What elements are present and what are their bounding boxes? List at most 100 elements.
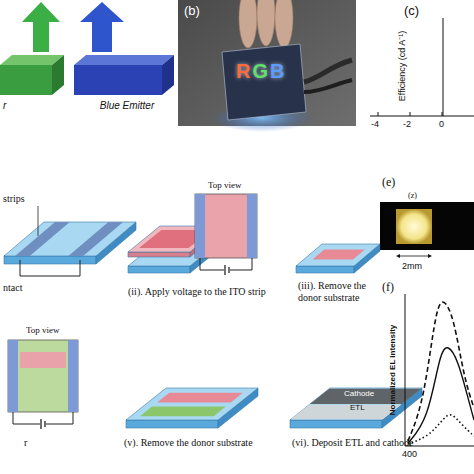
emitter-stripe: [313, 250, 365, 260]
wire: [73, 412, 74, 424]
emitter-stripe: [157, 393, 243, 403]
ito-strip: [8, 340, 18, 412]
battery-symbol: [40, 419, 41, 429]
wire: [13, 412, 14, 424]
image-label: (z): [408, 191, 417, 200]
view-label: Top view: [208, 180, 242, 190]
device-letter: G: [252, 60, 270, 82]
step-caption: r: [24, 437, 27, 449]
tick: [442, 112, 443, 116]
step-caption: (v). Remove the donor substrate: [124, 437, 253, 449]
tick-label: 400: [402, 449, 417, 459]
tick: [410, 112, 411, 116]
y-axis: [405, 294, 406, 446]
step-caption: (ii). Apply voltage to the ITO strip: [128, 286, 266, 298]
emitter-label: r: [3, 100, 33, 112]
emitter-stripe: [140, 407, 226, 417]
arrowhead: [396, 254, 400, 258]
box-side: [52, 55, 64, 95]
step-caption: (iii). Remove the donor substrate: [298, 280, 382, 303]
tick-label: -4: [371, 119, 379, 129]
box-top: [74, 55, 174, 65]
wire: [200, 270, 224, 271]
box-outline: [0, 53, 64, 97]
emitter-box: r: [0, 53, 64, 97]
el-spectrum: [408, 302, 474, 441]
box-front: [74, 65, 162, 95]
el-spectrum: [408, 415, 474, 444]
panel-label: (f): [382, 281, 394, 295]
substrate-front: [4, 256, 96, 264]
wire: [200, 258, 201, 270]
step-caption: (vi). Deposit ETL and cathode: [292, 437, 414, 449]
layer-label: ETL: [350, 403, 365, 412]
substrate-top: [290, 388, 422, 420]
battery-symbol: [228, 267, 229, 273]
top-view: [8, 340, 78, 412]
emitter-stripe: [20, 352, 66, 368]
wire: [20, 260, 21, 276]
emission-arrow: [80, 2, 124, 52]
glass-substrate: [222, 44, 306, 120]
wire: [252, 258, 253, 270]
ito-strip: [247, 194, 257, 258]
panel-label: (c): [404, 4, 419, 19]
substrate-front: [126, 420, 218, 428]
wire: [20, 276, 80, 277]
battery-symbol: [44, 421, 45, 427]
ito-strip: [68, 340, 78, 412]
device-text: RGB: [236, 60, 286, 83]
cable: [304, 80, 352, 92]
wire: [230, 270, 252, 271]
emission-arrow: [22, 2, 60, 52]
emitter-box: Blue Emitter: [74, 53, 174, 97]
device-letter: B: [270, 60, 286, 82]
axis-title: Efficiency (cd A⁻¹): [397, 31, 407, 101]
cable: [304, 60, 352, 82]
substrate-top: [296, 244, 380, 266]
box-side: [162, 55, 174, 95]
arrowhead: [428, 254, 432, 258]
view-label: Top view: [26, 325, 60, 335]
substrate-top: [126, 388, 258, 420]
dimension: 2mm: [402, 261, 422, 271]
el-spectrum: [408, 348, 474, 443]
box-outline: [74, 53, 174, 97]
etl-layer: [291, 405, 401, 420]
substrate-top: [4, 222, 136, 256]
x-axis: [405, 446, 474, 447]
tick: [378, 112, 379, 116]
substrate-front: [128, 266, 190, 273]
step-caption: ntact: [3, 282, 22, 294]
ito-strip: [15, 222, 70, 256]
substrate-front: [128, 252, 190, 257]
wire: [46, 424, 73, 425]
ito-strip: [195, 194, 205, 258]
emission-photo: [380, 202, 474, 250]
substrate-front: [290, 420, 382, 428]
scale-bar: [398, 256, 430, 257]
wire: [80, 260, 81, 276]
part-name: strips: [3, 193, 25, 205]
tick-label: -2: [403, 119, 411, 129]
layer-label: Cathode: [344, 389, 374, 398]
finger: [257, 0, 275, 46]
leader-line: [38, 206, 39, 236]
y-axis: [443, 18, 444, 116]
lit-pixel: [396, 209, 432, 244]
panel-label: (e): [382, 176, 395, 190]
battery-symbol: [224, 265, 225, 275]
finger: [275, 0, 293, 48]
top-view: [195, 194, 257, 258]
wire: [13, 424, 40, 425]
x-axis: [370, 116, 474, 117]
panel-label: (b): [184, 4, 200, 19]
axis-title: Normalized EL intensity: [388, 325, 397, 416]
tick-label: 0: [439, 119, 444, 129]
device-letter: R: [236, 60, 252, 82]
ito-strip: [68, 222, 123, 256]
substrate-front: [296, 266, 354, 273]
emitter-label: Blue Emitter: [96, 100, 158, 112]
box-front: [0, 65, 52, 95]
finger: [239, 0, 257, 48]
